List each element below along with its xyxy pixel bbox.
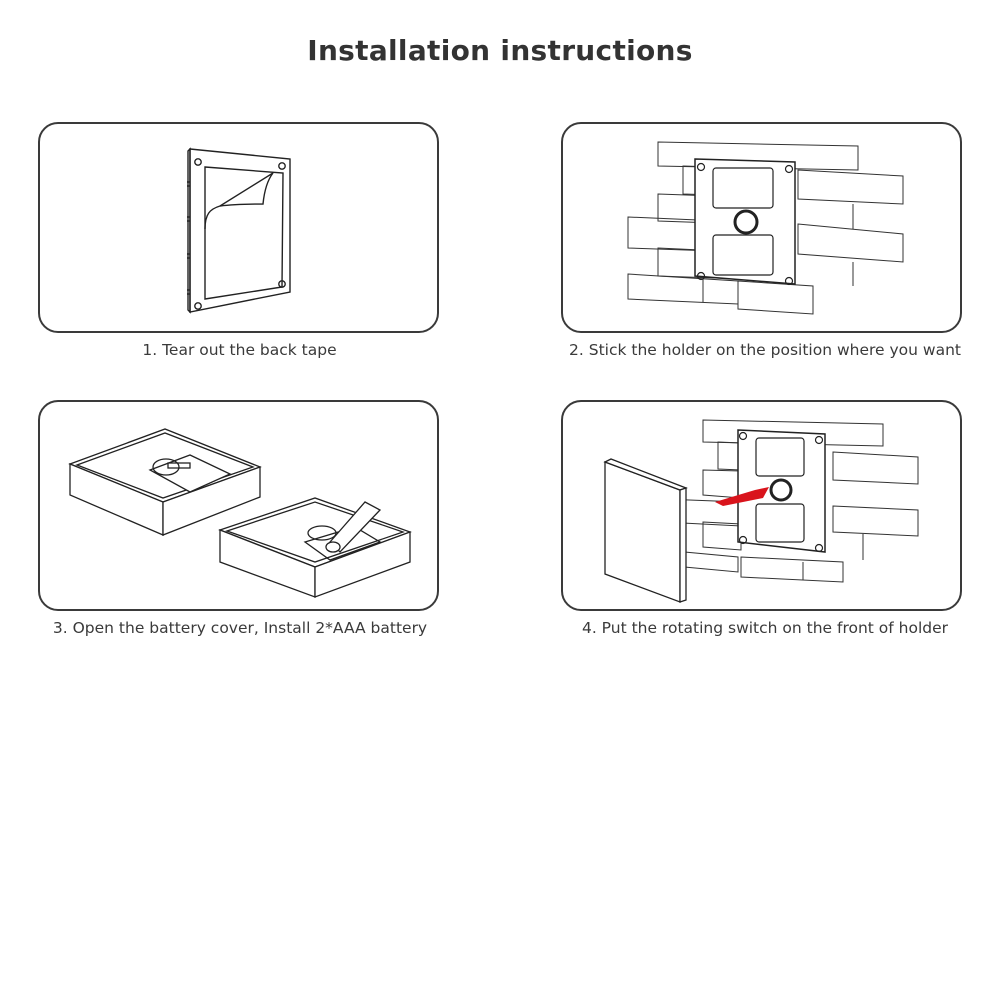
step-3-caption: 3. Open the battery cover, Install 2*AAA… xyxy=(52,619,428,637)
step-1-caption: 1. Tear out the back tape xyxy=(142,341,337,359)
step-3-illustration-panel xyxy=(38,400,439,611)
step-2-caption: 2. Stick the holder on the position wher… xyxy=(569,341,961,359)
switch-onto-holder-with-arrow-icon xyxy=(603,419,919,603)
open-battery-compartment-icon xyxy=(68,428,412,598)
holder-with-peeling-tape-icon xyxy=(187,147,291,314)
step-4-caption: 4. Put the rotating switch on the front … xyxy=(581,619,949,637)
step-1-illustration-panel xyxy=(38,122,439,333)
step-4-illustration-panel xyxy=(561,400,962,611)
holder-on-brick-wall-icon xyxy=(627,141,904,315)
step-2-illustration-panel xyxy=(561,122,962,333)
page-title: Installation instructions xyxy=(307,34,693,67)
